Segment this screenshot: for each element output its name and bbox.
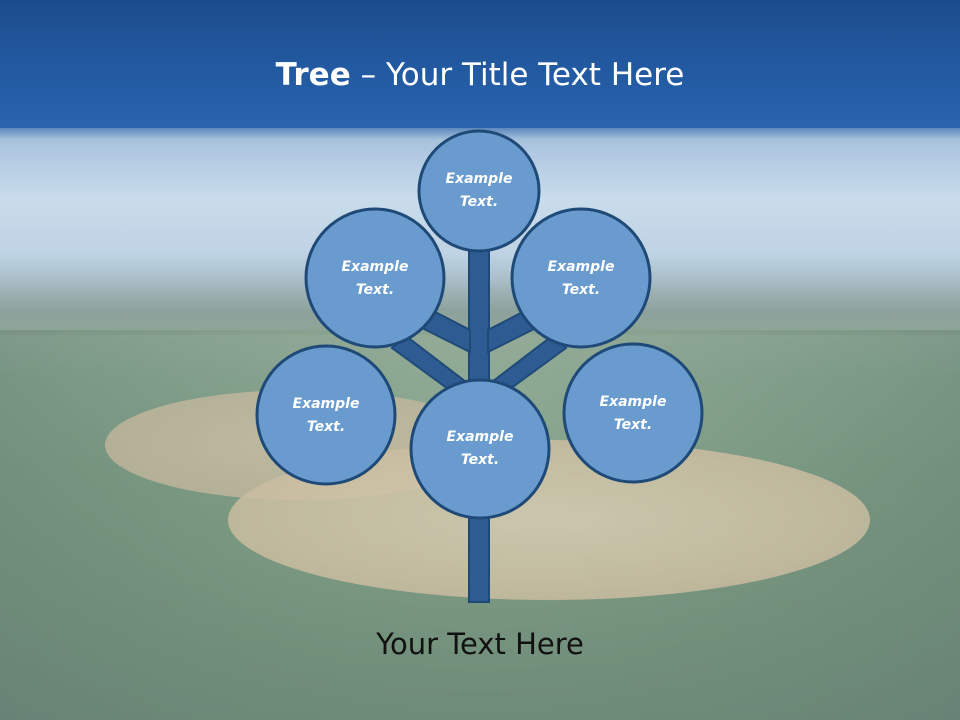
node-lower-left-line2: Text. — [306, 419, 346, 435]
title-bold: Tree — [275, 57, 351, 93]
title-bar: Tree – Your Title Text Here — [0, 0, 960, 128]
title-rest: – Your Title Text Here — [350, 57, 685, 93]
node-upper-left-label: Example Text. — [320, 256, 430, 302]
node-lower-left — [255, 344, 397, 486]
node-upper-right-label: Example Text. — [526, 256, 636, 302]
node-upper-right — [510, 207, 652, 349]
node-lower-left-label: Example Text. — [271, 393, 381, 439]
node-center — [409, 378, 551, 520]
node-center-label: Example Text. — [425, 426, 535, 472]
node-upper-right-line2: Text. — [561, 282, 601, 298]
node-lower-right-label: Example Text. — [578, 391, 688, 437]
node-center-line1: Example — [446, 429, 514, 445]
node-top-line1: Example — [445, 171, 513, 187]
node-lower-left-line1: Example — [292, 396, 360, 412]
node-upper-left — [304, 207, 446, 349]
node-upper-right-line1: Example — [547, 259, 615, 275]
tree-nodes — [255, 129, 704, 520]
node-upper-left-line2: Text. — [355, 282, 395, 298]
node-lower-right — [562, 342, 704, 484]
node-top-label: Example Text. — [424, 168, 534, 214]
slide-title: Tree – Your Title Text Here — [0, 55, 960, 95]
node-center-line2: Text. — [460, 452, 500, 468]
node-lower-right-line2: Text. — [613, 417, 653, 433]
node-top — [417, 129, 541, 253]
node-upper-left-line1: Example — [341, 259, 409, 275]
footer-text: Your Text Here — [376, 627, 584, 661]
node-top-line2: Text. — [459, 194, 499, 210]
node-lower-right-line1: Example — [599, 394, 667, 410]
